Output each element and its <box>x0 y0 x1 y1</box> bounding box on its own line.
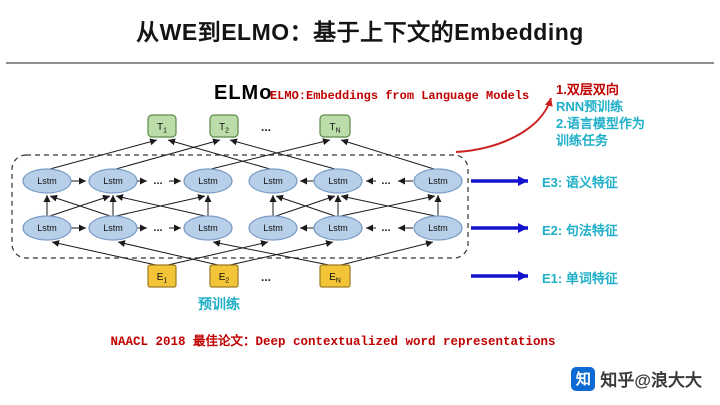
lstm-label: Lstm <box>103 223 123 233</box>
arrows-lstm-to-output <box>49 138 435 170</box>
lstm-cell <box>22 215 72 241</box>
lstm-label: Lstm <box>328 223 348 233</box>
feature-label-e2: E2: 句法特征 <box>542 223 618 238</box>
e2-label: E2 <box>219 272 230 285</box>
elmo-subtitle: ELMO:Embeddings from Language Models <box>270 89 530 103</box>
lstm-label: Lstm <box>103 176 123 186</box>
lstm-label: Lstm <box>198 223 218 233</box>
feature-label-e1: E1: 单词特征 <box>542 271 618 286</box>
annotation-line-4: 训练任务 <box>556 133 609 148</box>
t1-label: T1 <box>157 122 167 135</box>
lstm-cell <box>248 168 298 194</box>
e1-box <box>147 264 177 288</box>
watermark: 知 知乎@浪大大 <box>571 366 702 391</box>
feature-label-e3: E3: 语义特征 <box>542 175 618 190</box>
lstm-label: Lstm <box>198 176 218 186</box>
lstm-top-row-backward: Lstm Lstm Lstm ... <box>248 168 463 194</box>
elmo-heading: ELMo <box>214 82 273 104</box>
t1-box <box>147 114 177 138</box>
lstm-label: Lstm <box>328 176 348 186</box>
lstm-cell <box>22 168 72 194</box>
page-title: 从WE到ELMO：基于上下文的Embedding <box>136 19 584 45</box>
pretrain-label: 预训练 <box>198 296 240 312</box>
lstm-cell <box>313 215 363 241</box>
ellipsis: ... <box>381 175 390 187</box>
annotation-block: 1.双层双向 RNN预训练 2.语言模型作为 训练任务 <box>556 81 645 149</box>
footer-note: NAACL 2018 最佳论文：Deep contextualized word… <box>110 335 556 349</box>
tn-box <box>319 114 351 138</box>
lstm-cell <box>183 215 233 241</box>
lstm-label: Lstm <box>37 176 57 186</box>
ellipsis: ... <box>381 222 390 234</box>
annotation-line-1: 1.双层双向 <box>556 82 619 97</box>
arrows-embedding-to-lstm <box>51 239 434 266</box>
ellipsis: ... <box>261 270 271 284</box>
lstm-cell <box>88 168 138 194</box>
annotation-line-2: RNN预训练 <box>556 99 624 114</box>
lstm-dashed-container <box>11 154 469 259</box>
output-token-boxes: T1 T2 ... TN <box>147 114 351 138</box>
e1-label: E1 <box>157 272 168 285</box>
red-annotation-arrow <box>455 97 553 153</box>
lstm-cell <box>413 215 463 241</box>
annotation-line-3: 2.语言模型作为 <box>556 116 645 131</box>
lstm-cell <box>88 215 138 241</box>
lstm-cell <box>413 168 463 194</box>
en-box <box>319 264 351 288</box>
tn-label: TN <box>329 122 340 135</box>
lstm-cell <box>313 168 363 194</box>
watermark-text: 知乎@浪大大 <box>600 371 702 390</box>
ellipsis: ... <box>153 175 162 187</box>
lstm-label: Lstm <box>37 223 57 233</box>
lstm-cell <box>248 215 298 241</box>
lstm-top-row-forward: Lstm Lstm Lstm ... <box>22 168 233 194</box>
t2-box <box>209 114 239 138</box>
feature-level-arrows <box>471 176 528 281</box>
e2-box <box>209 264 239 288</box>
lstm-bottom-row-backward: Lstm Lstm Lstm ... <box>248 215 463 241</box>
lstm-label: Lstm <box>428 176 448 186</box>
t2-label: T2 <box>219 122 229 135</box>
lstm-label: Lstm <box>428 223 448 233</box>
en-label: EN <box>329 272 341 285</box>
ellipsis: ... <box>261 120 271 134</box>
ellipsis: ... <box>153 222 162 234</box>
lstm-cell <box>183 168 233 194</box>
lstm-bottom-row-forward: Lstm Lstm Lstm ... <box>22 215 233 241</box>
title-divider <box>6 62 714 64</box>
lstm-label: Lstm <box>263 223 283 233</box>
lstm-label: Lstm <box>263 176 283 186</box>
zhihu-logo-icon: 知 <box>571 366 596 391</box>
arrows-lstm-layer1-to-layer2 <box>43 194 442 217</box>
embedding-boxes: E1 E2 ... EN <box>147 264 351 288</box>
